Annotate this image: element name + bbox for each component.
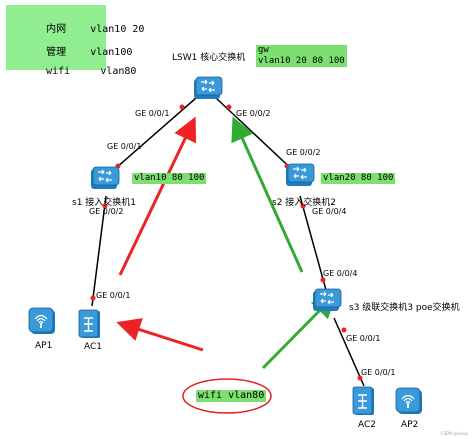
watermark: CSDN @sleep [440,431,468,436]
s3-switch-node[interactable] [312,288,342,316]
ac1-controller-node[interactable] [78,309,102,343]
ap1-label: AP1 [35,341,53,351]
wifi-vlan-tag: wifi vlan80 [196,390,267,402]
s2-label: s2 接入交换机2 [272,198,337,208]
legend-box: 内网 vlan10 20 管理 vlan100 wifi vlan80 [6,5,144,77]
gw-tag-line2: vlan10 20 80 100 [258,56,345,66]
port-dot [179,104,185,110]
switch-icon [313,288,342,311]
lsw1-label: LSW1 核心交换机 [172,53,246,63]
red-arrow-to-ac1 [116,318,204,352]
wireless-ap-icon [395,387,422,414]
link-s3-ac2 [333,317,365,387]
s1-vlan-tag: vlan10 80 100 [132,173,207,184]
legend-row-name: 管理 [46,47,67,58]
port-label-ac1-up: GE 0/0/1 [96,291,131,300]
ap1-node[interactable] [28,307,56,339]
port-dot [102,203,108,209]
port-label-s3-up: GE 0/0/4 [323,269,358,278]
ac1-label: AC1 [84,342,103,352]
s1-switch-node[interactable] [90,166,120,194]
wifi-bubble-outline [182,378,272,414]
legend-row-intranet: 内网 vlan10 20 [10,9,144,46]
s2-vlan-tag: vlan20 80 100 [321,173,396,184]
switch-icon [286,163,315,186]
link-lsw1-s1 [107,97,197,176]
port-label-s2-down: GE 0/0/4 [312,207,347,216]
port-label-lsw1-right: GE 0/0/2 [236,109,271,118]
port-label-s1-up: GE 0/0/1 [107,142,142,151]
legend-row-value: vlan80 [100,66,137,77]
ap2-node[interactable] [395,387,423,419]
legend-row-value: vlan100 [90,47,133,58]
port-dot [357,375,363,381]
link-s1-ac1 [91,195,107,307]
ap2-label: AP2 [401,420,419,430]
ac2-controller-node[interactable] [352,386,376,420]
link-s2-s3 [299,195,327,291]
legend-row-management: 管理 vlan100 [10,32,132,69]
lsw1-switch-node[interactable] [193,76,223,104]
port-dot [90,295,96,301]
switch-icon [91,166,120,189]
s1-label: s1 接入交换机1 [72,198,137,208]
legend-row-name: 内网 [46,24,67,35]
wireless-ap-icon [28,307,55,334]
port-label-lsw1-left: GE 0/0/1 [135,109,170,118]
legend-row-value: vlan10 20 [90,24,145,35]
legend-row-name: wifi [46,66,71,77]
ac2-label: AC2 [358,420,377,430]
s2-switch-node[interactable] [285,163,315,191]
green-arrow-to-lsw1 [231,116,304,273]
red-arrow-to-lsw1 [118,116,197,276]
gw-tag-line1: gw [258,45,269,55]
s3-label: s3 级联交换机3 poe交换机 [349,303,460,313]
port-dot [226,104,232,110]
port-label-ac2-up: GE 0/0/1 [361,368,396,377]
link-lsw1-s2 [215,97,299,176]
port-dot [300,203,306,209]
access-controller-icon [352,386,374,415]
port-dot [320,277,326,283]
port-label-s2-up: GE 0/0/2 [286,148,321,157]
port-label-s3-down: GE 0/0/1 [346,334,381,343]
access-controller-icon [78,309,100,338]
port-label-s1-down: GE 0/0/2 [89,207,124,216]
port-dot [341,327,347,333]
legend-row-wifi: wifi vlan80 [10,55,136,88]
switch-icon [194,76,223,99]
